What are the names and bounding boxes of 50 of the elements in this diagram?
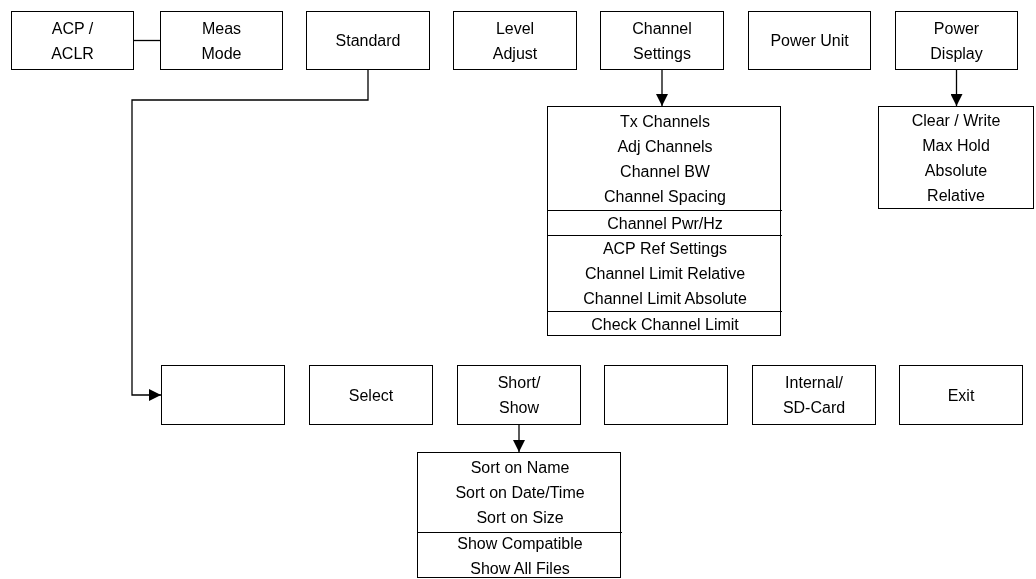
menu-box [752, 365, 876, 425]
menu-label: ACP / ACLR [50, 18, 95, 64]
menu-box [309, 365, 433, 425]
menu-label: Sort on Size [476, 508, 564, 528]
menu-label: Show Compatible [457, 534, 583, 554]
menu-label: Internal/ SD-Card [781, 373, 847, 418]
menu-label: Level Adjust [491, 18, 539, 64]
menu-label: Power Unit [770, 31, 849, 51]
connector-line [133, 39, 161, 42]
menu-box [878, 106, 1034, 209]
menu-label: Relative [927, 185, 985, 206]
menu-box [160, 11, 283, 70]
menu-label: Short/ Show [496, 373, 542, 418]
menu-label: ACP Ref Settings [602, 239, 728, 259]
arrow [950, 69, 963, 107]
menu-box [417, 452, 621, 578]
menu-label: Max Hold [922, 135, 990, 156]
menu-box [895, 11, 1018, 70]
menu-label: Tx Channels [620, 111, 710, 132]
menu-box [457, 365, 581, 425]
menu-label: Channel Limit Absolute [583, 289, 747, 309]
menu-label: Channel Pwr/Hz [607, 213, 723, 234]
menu-label: Sort on Date/Time [455, 483, 585, 503]
menu-label: Absolute [924, 160, 988, 181]
menu-box [453, 11, 577, 70]
menu-box [748, 11, 871, 70]
empty-box [161, 365, 285, 425]
menu-label: Standard [335, 31, 401, 51]
menu-label: Channel BW [620, 161, 710, 182]
menu-box [306, 11, 430, 70]
menu-label: Meas Mode [200, 18, 243, 64]
menu-label: Channel Spacing [604, 186, 726, 207]
menu-box [600, 11, 724, 70]
empty-box [604, 365, 728, 425]
menu-label: Check Channel Limit [591, 315, 739, 335]
menu-label: Channel Limit Relative [584, 264, 746, 284]
menu-label: Clear / Write [911, 110, 1001, 131]
menu-box [11, 11, 134, 70]
menu-label: Show All Files [470, 559, 570, 579]
menu-label: Power Display [929, 18, 984, 64]
menu-label: Select [348, 385, 394, 406]
arrow [513, 424, 525, 453]
menu-box [547, 106, 781, 336]
menu-label: Exit [947, 385, 975, 406]
arrow [131, 69, 369, 401]
menu-label: Adj Channels [617, 136, 713, 157]
arrow [656, 69, 668, 107]
menu-label: Sort on Name [470, 458, 570, 478]
menu-label: Channel Settings [631, 18, 693, 64]
menu-box [899, 365, 1023, 425]
